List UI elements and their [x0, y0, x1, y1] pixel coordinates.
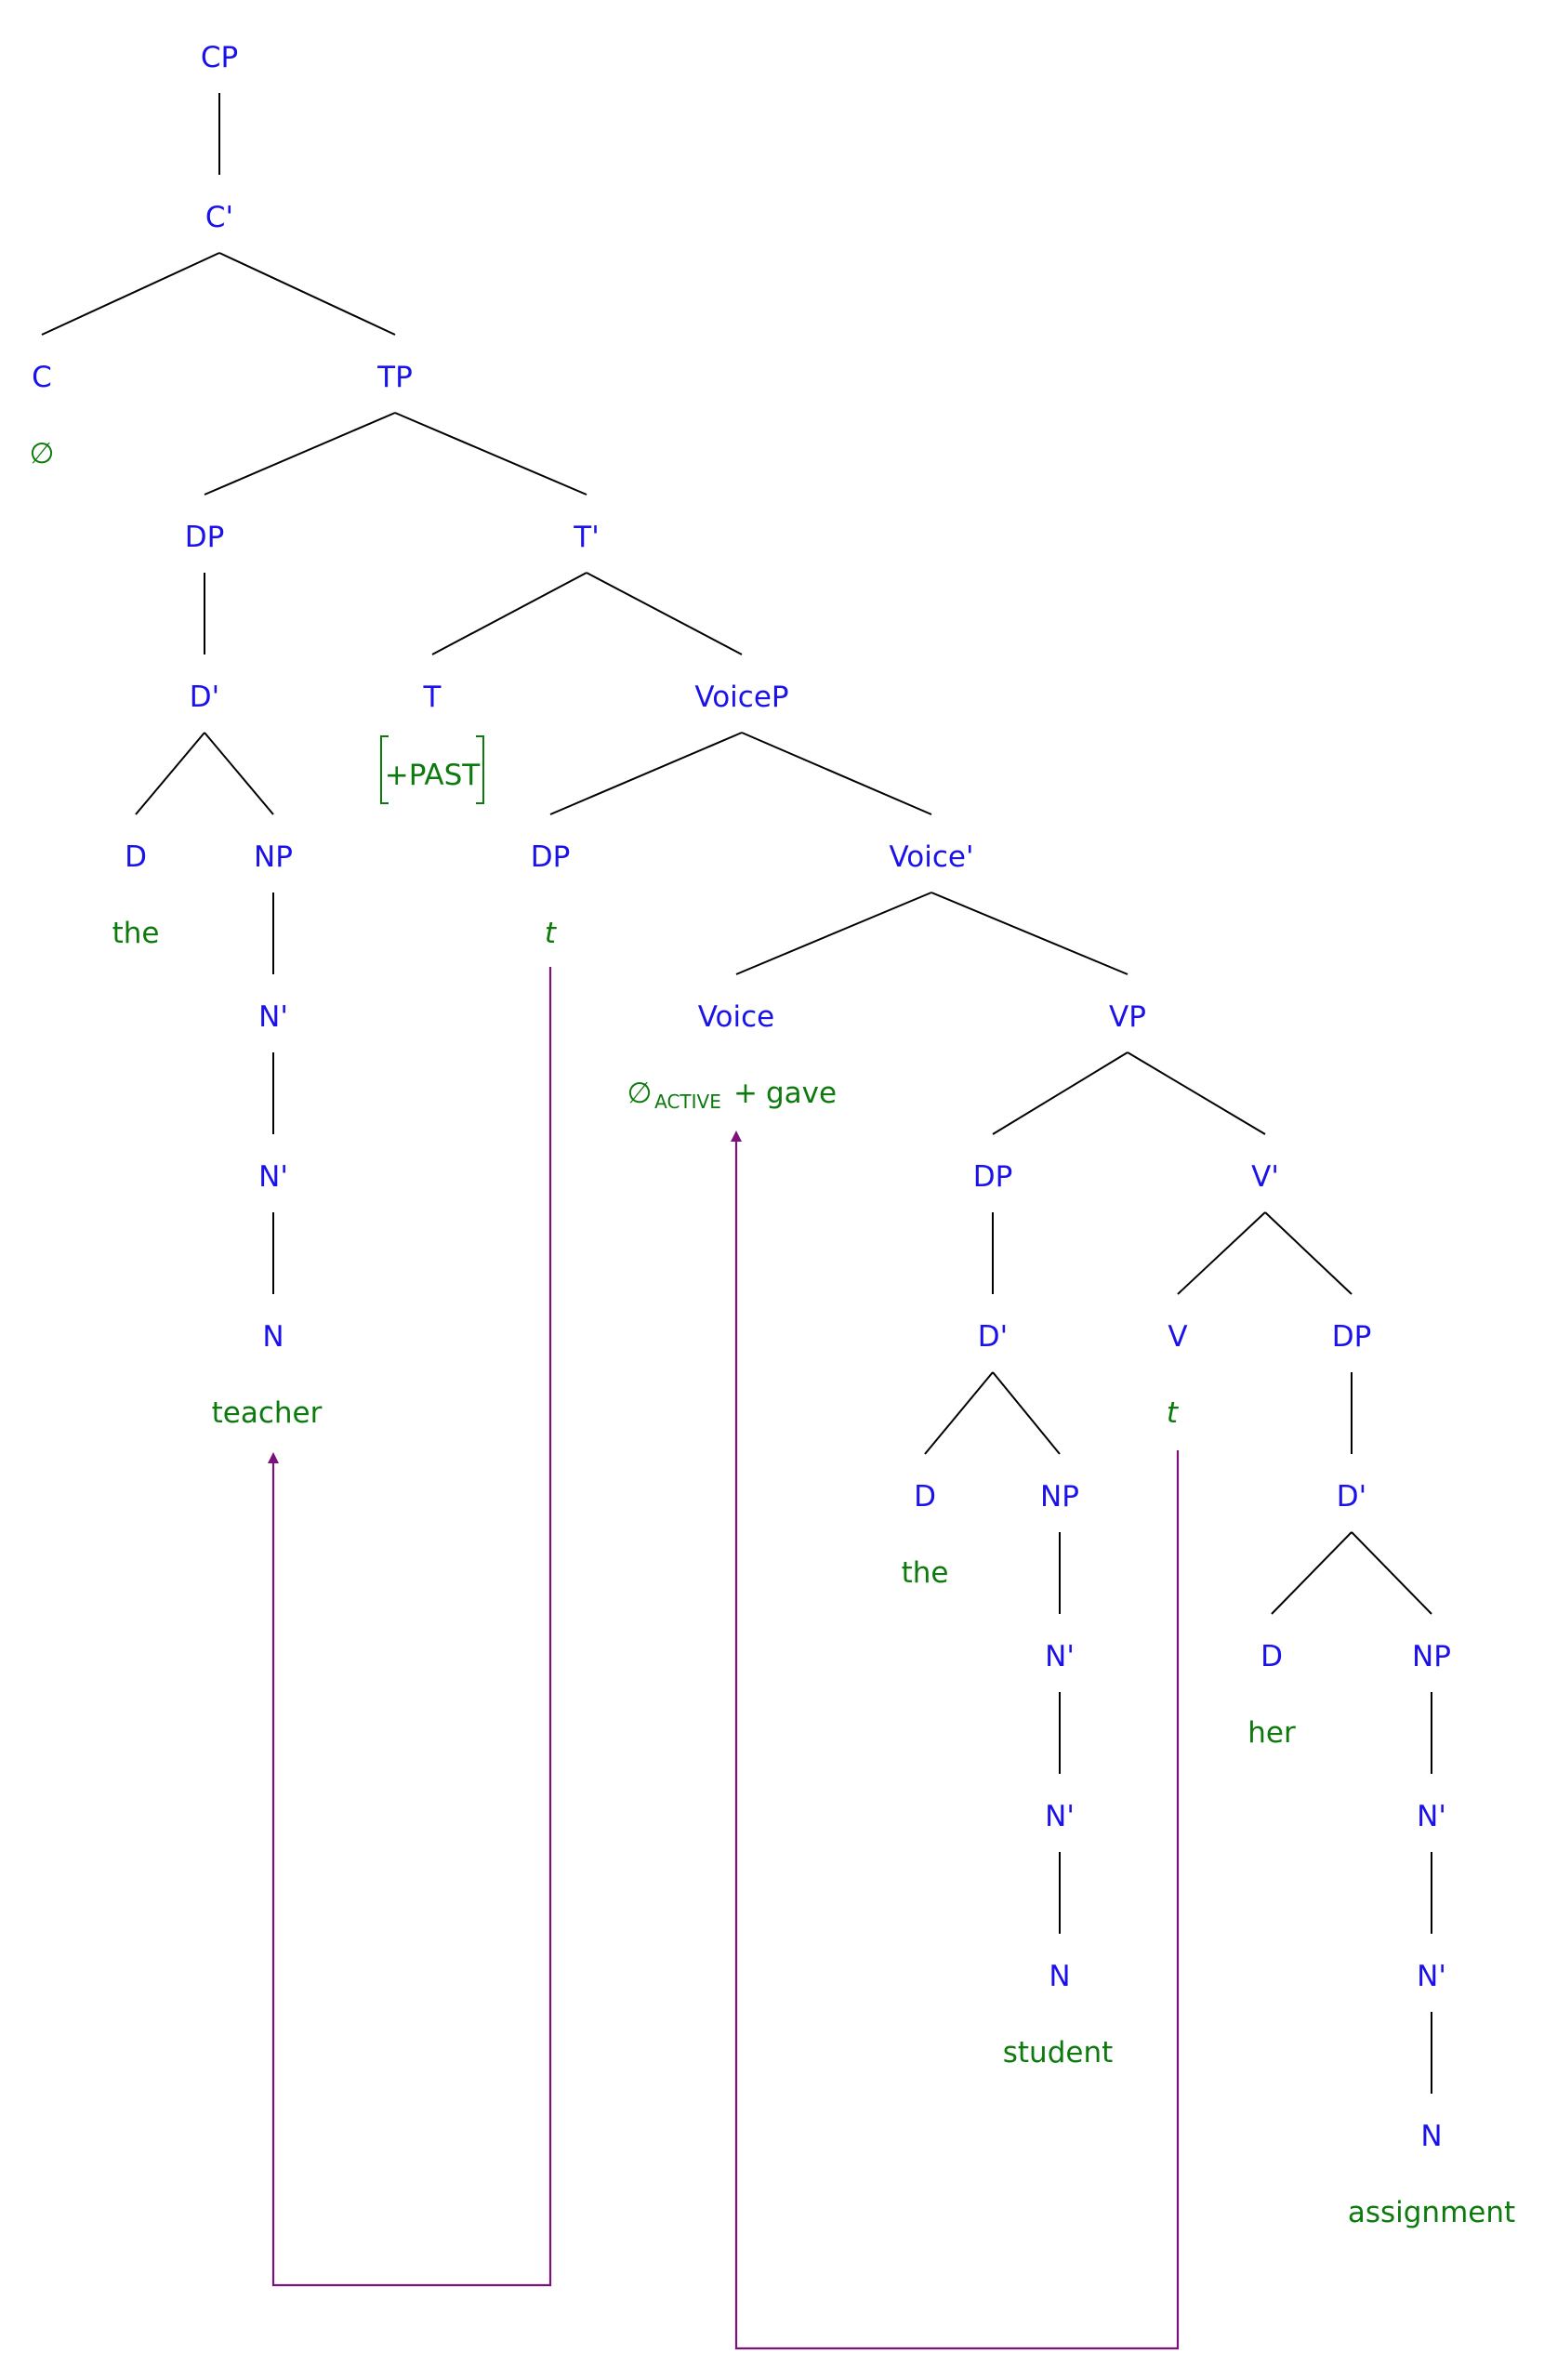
- node-d-do: D: [1260, 1640, 1283, 1673]
- node-cp: CP: [201, 41, 238, 74]
- edge-tp-tbar: [394, 412, 587, 496]
- word-trace-dp: t: [545, 917, 558, 950]
- node-dp-spec-v: DP: [973, 1160, 1013, 1194]
- terminal-words: ∅ +PAST the t ∅ ACTIVE + gave teacher t …: [29, 437, 1515, 2229]
- edge-dbar-do-np: [1351, 1531, 1432, 1615]
- node-n-bar-subject-1: N': [258, 1000, 288, 1034]
- edge-dbar-io-np: [992, 1371, 1061, 1455]
- word-voice-subscript: ACTIVE: [654, 1091, 721, 1113]
- node-n-do: N: [1420, 2120, 1442, 2153]
- edge-dbar-do-d: [1271, 1531, 1353, 1615]
- word-voice-verb: gave: [766, 1077, 837, 1110]
- node-dp-subject: DP: [185, 521, 225, 554]
- node-t: T: [423, 681, 442, 714]
- node-n-bar-do-1: N': [1417, 1800, 1446, 1833]
- node-np-subject: NP: [254, 840, 293, 874]
- edge-vbar-dp: [1264, 1211, 1353, 1295]
- node-tp: TP: [376, 361, 413, 394]
- edge-vp-vbar: [1127, 1051, 1266, 1135]
- node-voicep: VoiceP: [694, 681, 788, 714]
- node-n-bar-io-2: N': [1045, 1800, 1075, 1833]
- edge-dbar-np: [204, 732, 274, 815]
- word-voice-null: ∅: [627, 1077, 652, 1110]
- node-n-bar-do-2: N': [1417, 1960, 1446, 1993]
- word-c-null: ∅: [29, 437, 54, 470]
- node-n-io: N: [1049, 1960, 1070, 1993]
- node-v: V: [1168, 1320, 1187, 1354]
- node-t-bar: T': [573, 521, 599, 554]
- tree-edges: [41, 93, 1432, 2094]
- edge-cbar-c: [41, 252, 220, 336]
- word-d-io: the: [902, 1556, 949, 1590]
- edge-voicebar-voice: [735, 892, 932, 975]
- arrow-v-movement: [731, 1130, 1180, 2350]
- node-voice: Voice: [698, 1000, 775, 1034]
- edge-vp-dp: [992, 1051, 1128, 1135]
- word-t-feature: +PAST: [385, 759, 482, 792]
- node-vp: VP: [1109, 1000, 1146, 1034]
- edge-tbar-t: [431, 572, 587, 655]
- feature-bracket-left: [380, 735, 389, 804]
- edge-dbar-io-d: [924, 1371, 994, 1455]
- node-c: C: [32, 361, 52, 394]
- edge-voicep-voicebar: [741, 732, 932, 815]
- node-dp-spec-voice: DP: [531, 840, 571, 874]
- edge-tp-dp: [204, 412, 396, 496]
- feature-bracket-right: [476, 735, 484, 804]
- edge-vbar-v: [1177, 1211, 1266, 1295]
- category-labels: CP C' C TP DP T' D' T VoiceP D NP DP Voi…: [32, 41, 1451, 2153]
- arrow-dp-movement: [268, 967, 552, 2287]
- word-voice-plus: +: [733, 1077, 758, 1110]
- node-n-bar-io-1: N': [1045, 1640, 1075, 1673]
- word-d-do: her: [1247, 1716, 1296, 1750]
- node-d-bar-io: D': [978, 1320, 1008, 1354]
- node-d-bar-do: D': [1337, 1480, 1366, 1514]
- word-trace-v: t: [1167, 1396, 1180, 1430]
- edge-tbar-voicep: [586, 572, 743, 655]
- movement-arrows: [268, 967, 1180, 2350]
- word-d-subject: the: [112, 917, 160, 950]
- node-n-bar-subject-2: N': [258, 1160, 288, 1194]
- node-d-bar-subject: D': [190, 681, 219, 714]
- edge-cbar-tp: [218, 252, 396, 336]
- word-n-io: student: [1003, 2036, 1114, 2069]
- word-n-do: assignment: [1348, 2196, 1515, 2229]
- node-v-bar: V': [1251, 1160, 1279, 1194]
- edge-voicep-dp: [549, 732, 743, 815]
- node-c-bar: C': [205, 201, 233, 234]
- node-np-do: NP: [1412, 1640, 1451, 1673]
- edge-voicebar-vp: [930, 892, 1128, 975]
- node-d-subject: D: [125, 840, 147, 874]
- node-voice-bar: Voice': [889, 840, 973, 874]
- edge-dbar-d: [135, 732, 205, 815]
- node-n-subject: N: [262, 1320, 284, 1354]
- node-np-io: NP: [1040, 1480, 1079, 1514]
- word-n-subject: teacher: [212, 1396, 323, 1430]
- node-d-io: D: [914, 1480, 936, 1514]
- node-dp-do: DP: [1332, 1320, 1372, 1354]
